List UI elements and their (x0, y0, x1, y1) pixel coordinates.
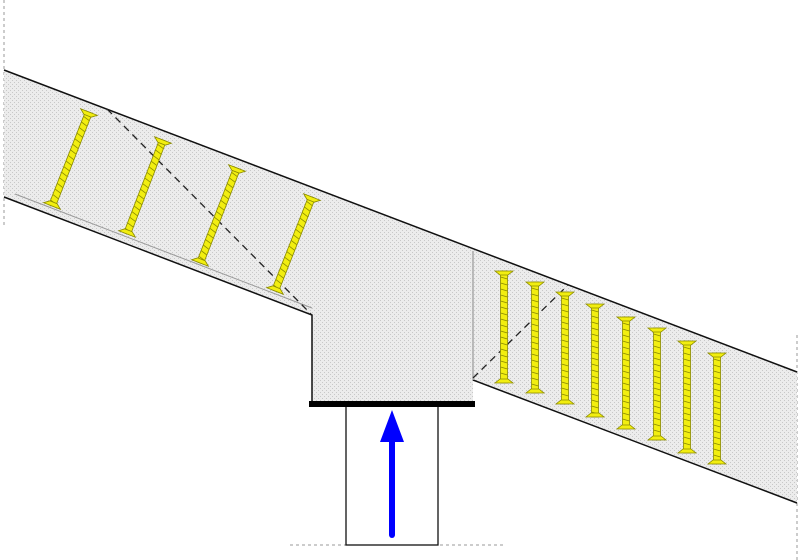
vertical-screw (493, 270, 515, 384)
inclined-screw (117, 135, 173, 239)
inclined-screw (42, 107, 99, 211)
screws-group (42, 107, 728, 465)
vertical-screw (706, 352, 728, 465)
inclined-screw (190, 163, 247, 268)
inclined-screw (265, 192, 322, 296)
vertical-screw (554, 291, 576, 405)
vertical-screw (524, 281, 546, 394)
vertical-screw (584, 303, 606, 418)
vertical-screw (676, 340, 698, 454)
vertical-screw (646, 327, 668, 441)
beam-top-edge (3, 69, 798, 373)
beam-left-bottom-edge (3, 196, 313, 402)
vertical-screw (615, 316, 637, 430)
reinforcement-plane-line (14, 193, 313, 309)
support-plate (309, 401, 475, 407)
reaction-force-arrow-icon (380, 410, 404, 538)
beam-right-bottom-edge (472, 379, 798, 504)
right-crack-dashed-line (472, 284, 569, 379)
